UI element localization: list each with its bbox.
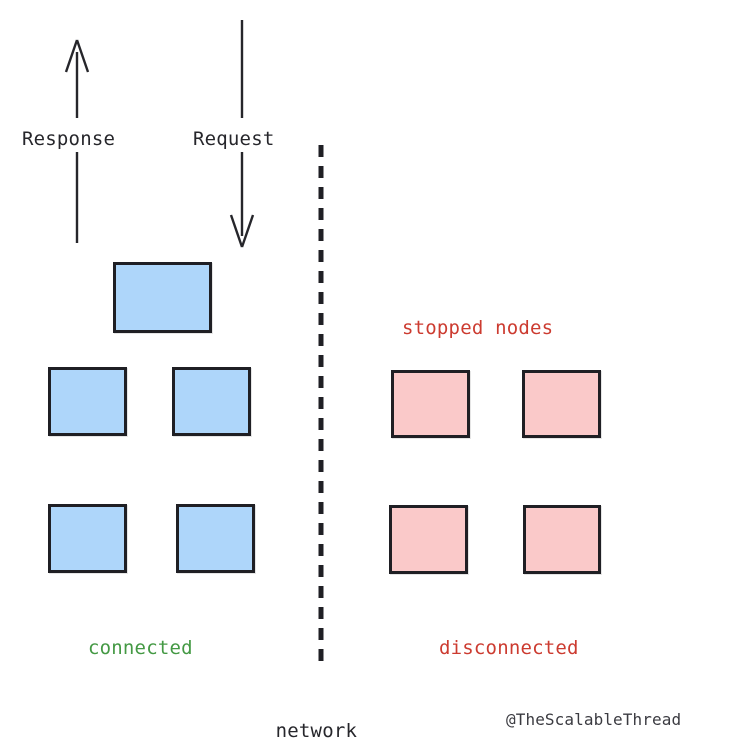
node-stopped-4[interactable] bbox=[523, 505, 601, 574]
stopped-nodes-heading: stopped nodes bbox=[402, 317, 554, 339]
node-stopped-1[interactable] bbox=[391, 370, 470, 438]
network-partition-label-line1: network bbox=[275, 719, 358, 742]
disconnected-group-label: disconnected bbox=[439, 637, 579, 659]
watermark: @TheScalableThread bbox=[506, 710, 682, 729]
node-connected-3[interactable] bbox=[48, 504, 127, 573]
connected-group-label: connected bbox=[88, 637, 193, 659]
node-stopped-3[interactable] bbox=[389, 505, 468, 574]
request-label: Request bbox=[193, 128, 275, 150]
node-connected-1[interactable] bbox=[48, 367, 127, 436]
node-stopped-2[interactable] bbox=[522, 370, 601, 438]
network-partition-label: network partition bbox=[264, 675, 369, 751]
node-connected-4[interactable] bbox=[176, 504, 255, 573]
response-label: Response bbox=[22, 128, 116, 150]
node-connected-2[interactable] bbox=[172, 367, 251, 436]
node-leader[interactable] bbox=[113, 262, 212, 333]
